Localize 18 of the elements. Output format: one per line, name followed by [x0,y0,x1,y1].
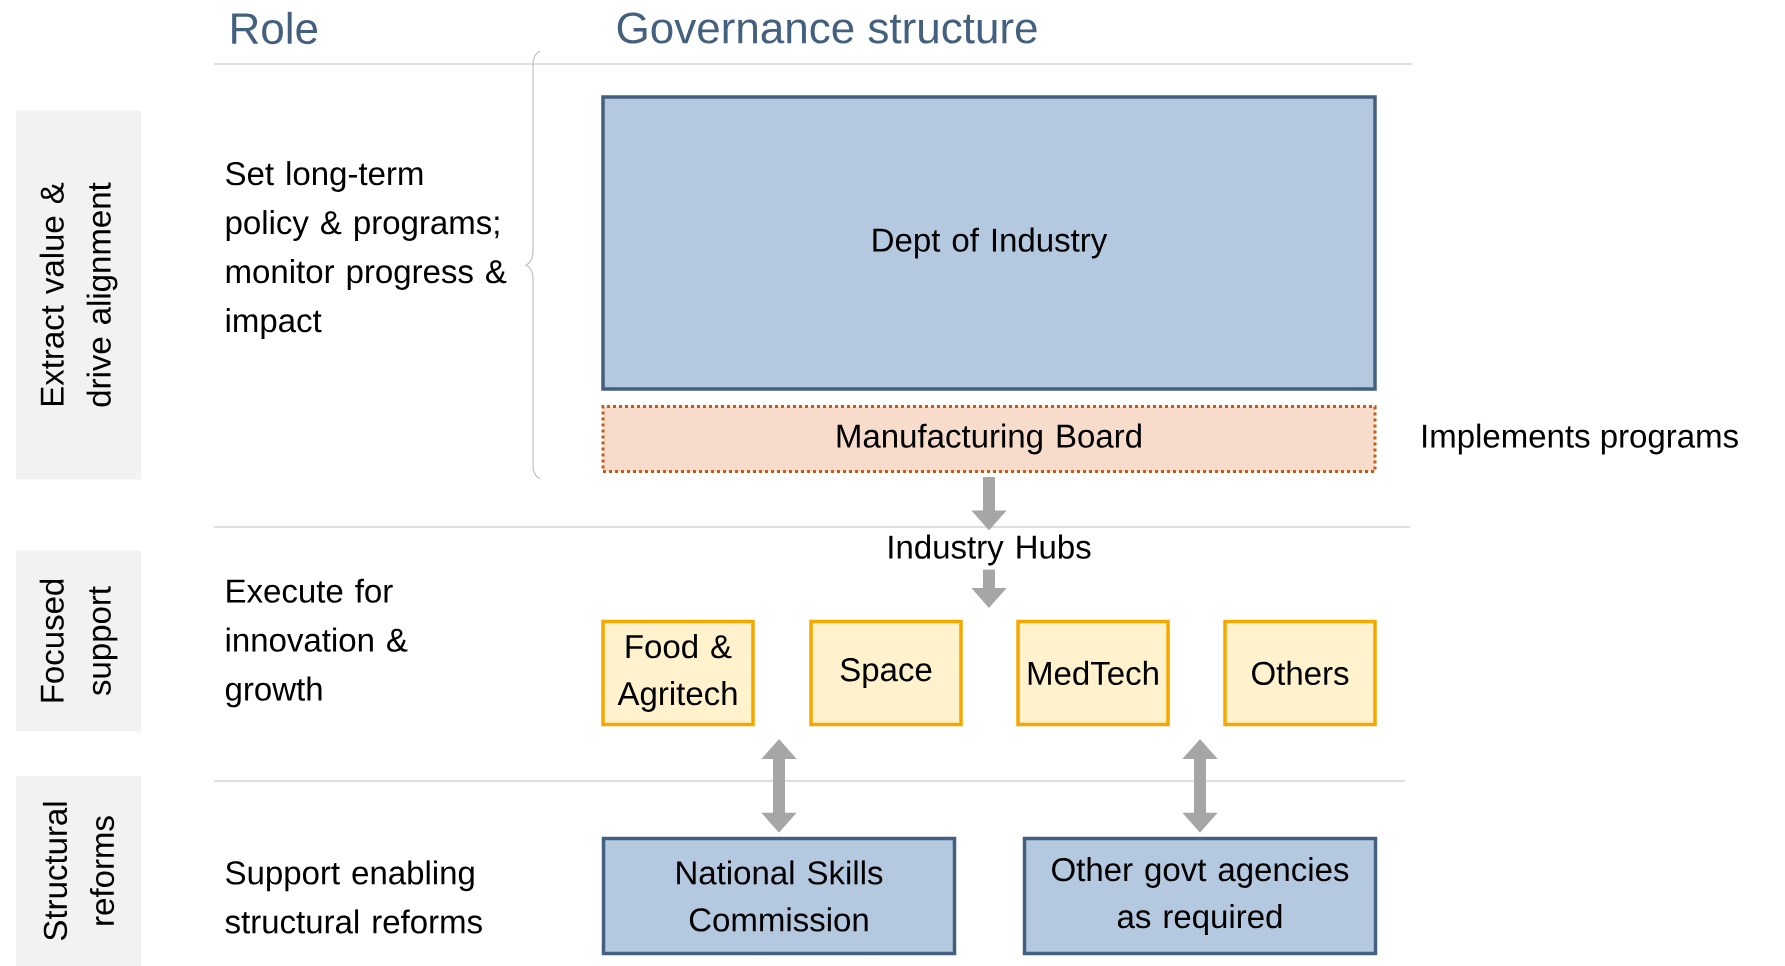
section-band: Extract value & drive alignment [16,110,141,480]
side-note: Implements programs [1423,423,1738,455]
column-heading: Governance structure [617,12,1037,44]
role-text: Set long-term policy & programs; monitor progress & impact [226,161,507,339]
role-text: Execute for innovation & growth [225,578,408,708]
hub-box: Others [1223,619,1377,727]
hub-heading: Industry Hubs [889,534,1091,566]
hub-box: Food & Agritech [601,619,755,727]
org-box: Dept of Industry [601,95,1377,391]
section-band: Structural reforms [16,776,141,966]
org-box: Other govt agencies as required [1022,836,1378,956]
role-text: Support enabling structural reforms [225,860,482,934]
org-box: National Skills Commission [601,836,957,956]
section-band: Focused support [16,550,141,732]
hub-box: MedTech [1016,619,1170,727]
column-heading: Role [232,11,318,45]
board-box: Manufacturing Board [601,405,1377,473]
hub-box: Space [809,619,963,727]
